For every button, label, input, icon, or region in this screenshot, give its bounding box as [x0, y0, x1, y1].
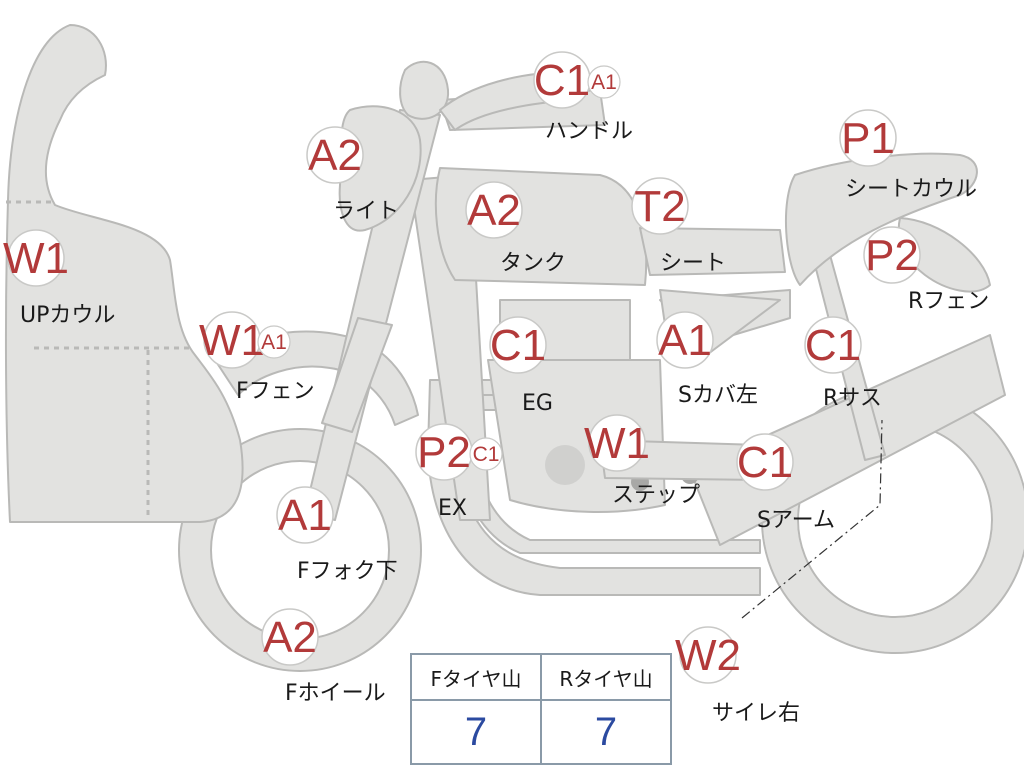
tire-tread-table: Fタイヤ山 Rタイヤ山 7 7 — [410, 653, 672, 765]
grade-badge — [656, 311, 714, 369]
part-callout-silencer-right: W2 サイレ右 — [675, 626, 800, 726]
grade-text: A2 — [308, 131, 362, 180]
rear-tire-header: Rタイヤ山 — [540, 653, 672, 701]
grade-text: A1 — [278, 491, 332, 540]
grade-text: W1 — [199, 316, 265, 365]
grade-badge — [839, 109, 897, 167]
swing-arm-shape — [689, 334, 1006, 546]
part-label: EX — [438, 496, 467, 521]
upper-cowl-shape — [4, 24, 244, 523]
part-label: Rサス — [823, 386, 882, 411]
grade-badge — [306, 126, 364, 184]
part-callout-seat: T2 シート — [631, 177, 726, 276]
part-label: Fフェン — [236, 379, 315, 404]
grade-badge — [465, 181, 523, 239]
grade-text: W1 — [3, 234, 69, 283]
part-label: タンク — [500, 251, 566, 276]
part-label: Sカバ左 — [678, 383, 758, 408]
rear-tire-value: 7 — [540, 699, 672, 765]
silencer-leader-line — [741, 419, 883, 619]
grade-text: C1 — [534, 56, 590, 105]
sub-grade-badge — [257, 325, 291, 359]
grade-badge — [489, 316, 547, 374]
seat-cowl-shape — [785, 152, 978, 286]
grade-badge — [804, 316, 862, 374]
part-callout-seat-cowl: P1 シートカウル — [839, 109, 977, 202]
grade-badge — [631, 177, 689, 235]
grade-text: C1 — [805, 321, 861, 370]
grade-text: A2 — [263, 613, 317, 662]
grade-text: P2 — [865, 231, 919, 280]
part-callout-light: A2 ライト — [306, 126, 399, 224]
grade-badge — [261, 608, 319, 666]
sub-grade-text: A1 — [591, 71, 617, 94]
grade-badge — [276, 486, 334, 544]
part-label: シートカウル — [845, 177, 977, 202]
grade-text: C1 — [490, 321, 546, 370]
front-tire-value: 7 — [410, 699, 542, 765]
part-label: ステップ — [612, 483, 700, 508]
part-callout-tank: A2 タンク — [465, 181, 566, 276]
grade-text: W1 — [584, 419, 650, 468]
front-tire-header: Fタイヤ山 — [410, 653, 542, 701]
seat-shape — [639, 227, 786, 276]
part-label: Rフェン — [908, 289, 989, 314]
part-callout-step: W1 ステップ — [584, 414, 700, 508]
grade-text: A2 — [467, 186, 521, 235]
grade-text: C1 — [737, 438, 793, 487]
grade-text: T2 — [634, 182, 685, 231]
grade-text: P2 — [417, 428, 471, 477]
grade-badge — [679, 626, 737, 684]
grade-text: W2 — [675, 631, 741, 680]
grade-badge — [863, 226, 921, 284]
part-label: ライト — [333, 199, 399, 224]
grade-badge — [736, 433, 794, 491]
part-label: EG — [522, 391, 553, 416]
grade-text: A1 — [658, 316, 712, 365]
part-label: UPカウル — [20, 303, 115, 328]
grade-badge — [588, 414, 646, 472]
grade-text: P1 — [841, 114, 895, 163]
sub-grade-badge — [587, 65, 621, 99]
part-label: Sアーム — [757, 508, 835, 533]
part-label: Fフォク下 — [297, 559, 398, 584]
part-label: ハンドル — [545, 119, 633, 144]
sub-grade-text: C1 — [473, 443, 500, 466]
part-label: Fホイール — [285, 681, 386, 706]
grade-badge — [7, 229, 65, 287]
sub-grade-text: A1 — [261, 331, 287, 354]
sub-grade-badge — [469, 437, 503, 471]
part-label: シート — [660, 251, 726, 276]
part-label: サイレ右 — [712, 701, 800, 726]
